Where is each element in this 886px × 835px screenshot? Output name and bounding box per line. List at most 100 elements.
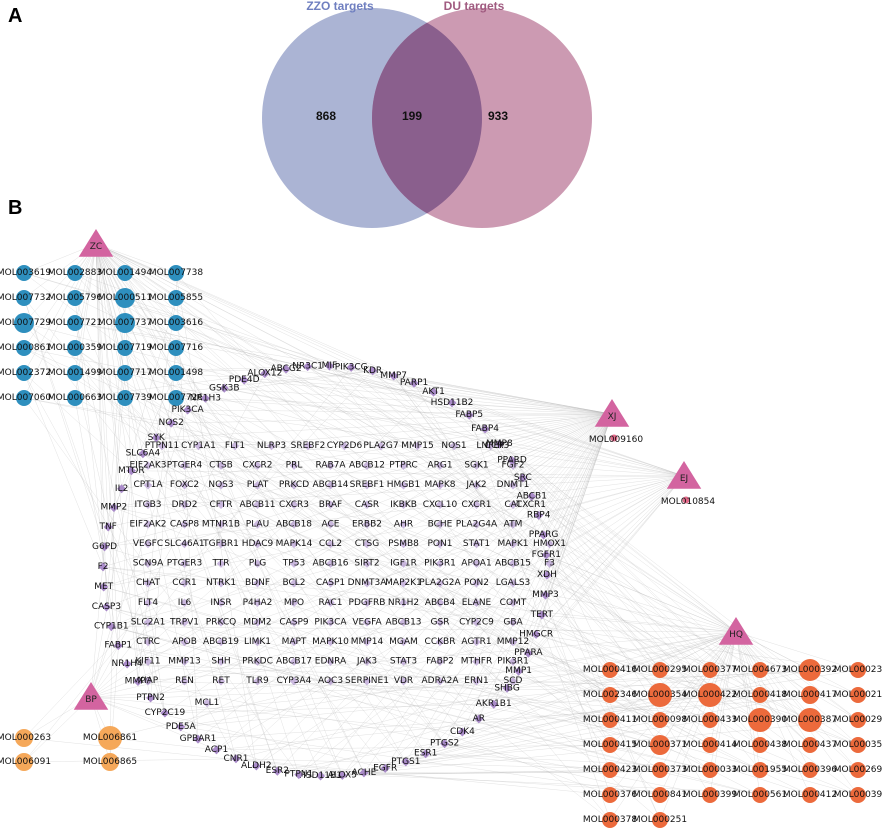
- target-node: [502, 683, 512, 693]
- target-label: RBP4: [527, 510, 551, 520]
- target-node: [435, 480, 445, 490]
- network-edge: [175, 322, 523, 479]
- target-label: PTGS1: [391, 757, 420, 767]
- target-node: [289, 461, 299, 470]
- target-node: [508, 480, 518, 490]
- target-label: RAB7A: [315, 461, 346, 471]
- target-node: [421, 749, 431, 759]
- hq-compound-node: [801, 686, 819, 704]
- target-label: HMGB1: [387, 480, 420, 490]
- target-label: AKT1: [422, 387, 445, 397]
- bp-compound-node: [98, 726, 122, 750]
- target-label: CYP1A1: [181, 441, 216, 451]
- target-label: CTSB: [209, 461, 233, 471]
- network-edge: [95, 243, 126, 324]
- hq-compound-label: MOL00039: [834, 790, 883, 800]
- network-edge: [256, 413, 613, 767]
- target-label: NR3C1: [292, 362, 323, 372]
- target-label: PLA2G2A: [419, 578, 461, 588]
- target-label: FABP5: [455, 410, 483, 420]
- target-label: PPARG: [529, 530, 559, 540]
- target-label: HMGCR: [519, 629, 553, 639]
- network-edge: [95, 243, 177, 274]
- target-node: [508, 637, 518, 647]
- target-node: [399, 637, 408, 647]
- hq-compound-label: MOL000841: [633, 790, 687, 800]
- zc-compound-label: MOL002883: [48, 268, 102, 278]
- target-node: [435, 520, 445, 529]
- hq-compound-label: MOL00035: [834, 740, 883, 750]
- network-edge: [104, 297, 177, 547]
- target-label: TTR: [211, 559, 229, 569]
- network-edge: [95, 243, 445, 744]
- target-label: MIF: [322, 361, 338, 371]
- zc-compound-node: [168, 315, 184, 331]
- bp-compound-label: MOL000263: [0, 733, 51, 743]
- network-edge: [74, 272, 548, 576]
- target-label: NTRK1: [206, 578, 236, 588]
- target-label: PDE4D: [229, 375, 260, 385]
- network-edge: [124, 347, 278, 772]
- network-edge: [298, 413, 613, 775]
- network-edge: [127, 663, 859, 696]
- target-label: ABCB16: [312, 559, 348, 569]
- network-edge: [95, 243, 365, 773]
- compound-label-mol010854: MOL010854: [661, 497, 715, 507]
- target-label: APOB: [172, 637, 197, 647]
- target-node: [508, 539, 518, 549]
- network-edge: [235, 631, 737, 759]
- zc-compound-node: [16, 290, 32, 306]
- zc-compound-label: MOL000663: [48, 393, 102, 403]
- target-node: [194, 441, 203, 451]
- network-edge: [142, 453, 611, 821]
- target-node: [401, 757, 411, 767]
- network-edge: [175, 397, 299, 775]
- network-edge: [74, 397, 119, 646]
- network-edge: [298, 475, 685, 775]
- target-label: REN: [175, 676, 194, 686]
- target-node: [316, 771, 326, 781]
- network-edge: [175, 272, 257, 766]
- network-edge: [735, 631, 761, 721]
- target-node: [176, 722, 186, 732]
- target-label: AR: [473, 714, 485, 724]
- network-edge: [23, 645, 119, 763]
- hq-compound-node: [802, 737, 818, 753]
- target-node: [359, 768, 369, 778]
- target-node: [472, 676, 481, 686]
- target-label: CPT1A: [133, 480, 163, 490]
- network-edge: [113, 475, 685, 508]
- network-edge: [735, 631, 811, 746]
- zc-compound-label: MOL007726: [149, 393, 203, 403]
- network-edge: [545, 595, 661, 721]
- hq-compound-label: MOL000396: [783, 765, 837, 775]
- target-node: [126, 466, 136, 476]
- target-label: NR1H2: [388, 598, 419, 608]
- network-edge: [156, 437, 859, 696]
- target-label: KIF11: [135, 657, 160, 667]
- network-edge: [393, 375, 613, 415]
- network-edge: [74, 297, 257, 767]
- zc-compound-label: MOL007738: [149, 268, 203, 278]
- target-label: PLAT: [247, 480, 269, 490]
- target-label: SHH: [211, 657, 230, 667]
- zc-compound-node: [14, 313, 34, 333]
- zc-compound-node: [67, 290, 83, 306]
- target-label: SYK: [148, 433, 166, 443]
- network-edge: [23, 397, 172, 424]
- target-label: BDNF: [245, 578, 270, 588]
- target-label: APOA1: [461, 559, 491, 569]
- hub-xj-label: XJ: [608, 412, 617, 422]
- network-edge: [469, 415, 611, 821]
- network-edge: [538, 515, 661, 671]
- target-label: CXCR2: [242, 461, 272, 471]
- target-node: [326, 539, 335, 549]
- network-edge: [90, 626, 112, 698]
- target-node: [326, 480, 335, 490]
- network-edge: [518, 413, 613, 672]
- target-label: CAT: [504, 500, 522, 510]
- target-label: PON2: [464, 578, 489, 588]
- target-node: [106, 622, 116, 632]
- target-node: [362, 657, 372, 666]
- zc-compound-label: MOL000511: [98, 293, 152, 303]
